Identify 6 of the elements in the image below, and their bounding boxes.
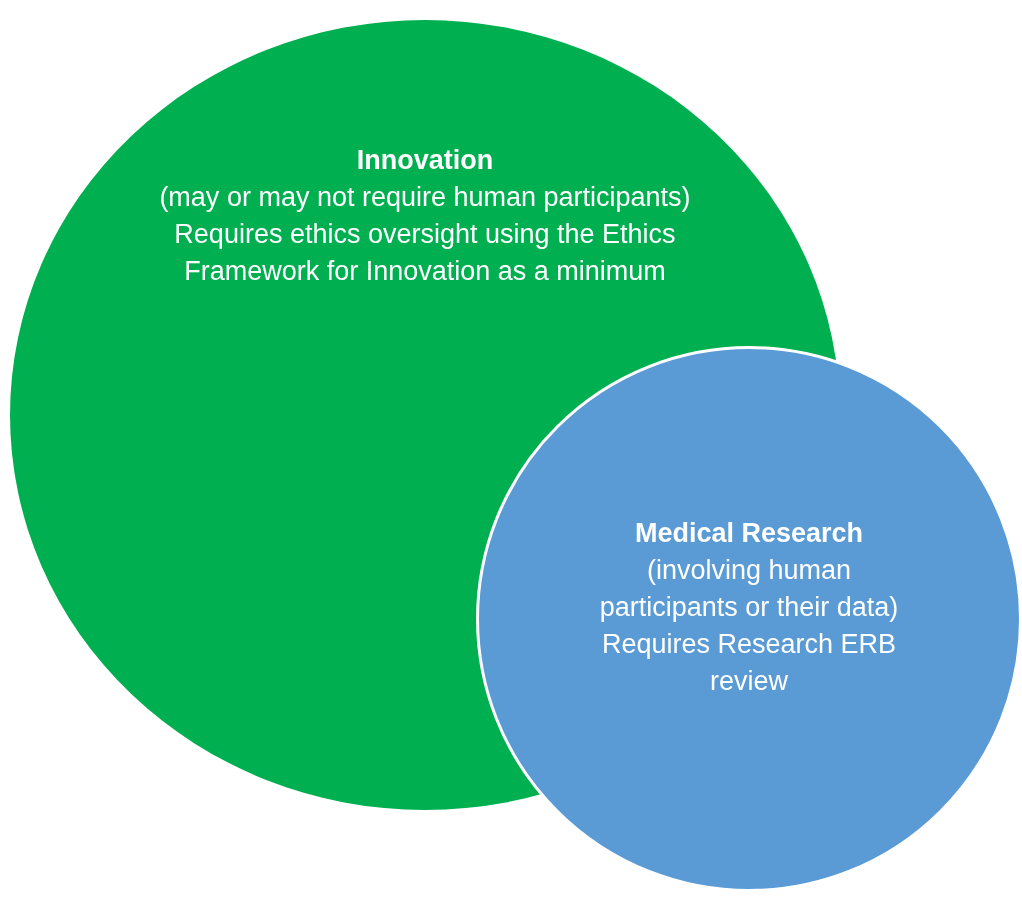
heading-text: Innovation: [355, 144, 495, 177]
body-text: (involving human participants or their data): [598, 554, 900, 624]
body-text: Requires Research ERB review: [600, 628, 898, 698]
body-text: Requires ethics oversight using the Ethics Framework for Innovation as a minimum: [173, 218, 677, 288]
body-text: (may or may not require human participants): [158, 181, 692, 214]
heading-text: Medical Research: [633, 517, 865, 550]
